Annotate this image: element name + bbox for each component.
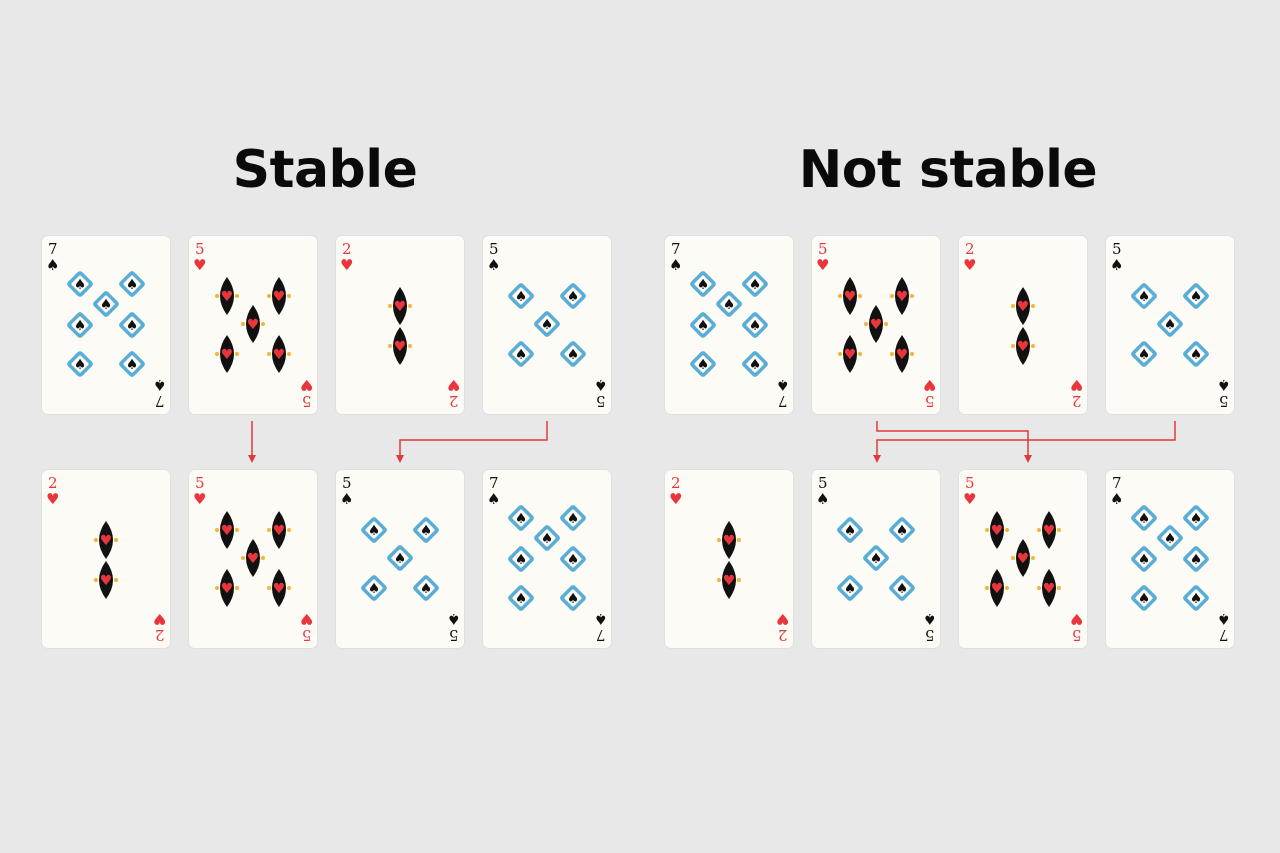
arrow-head <box>873 455 881 463</box>
unstable-arrow-five-spades <box>877 421 1175 456</box>
arrow-head <box>248 455 256 463</box>
arrow-head <box>396 455 404 463</box>
stable-arrow-five-spades <box>400 421 547 456</box>
arrow-head <box>1024 455 1032 463</box>
unstable-arrow-five-hearts <box>877 421 1028 456</box>
